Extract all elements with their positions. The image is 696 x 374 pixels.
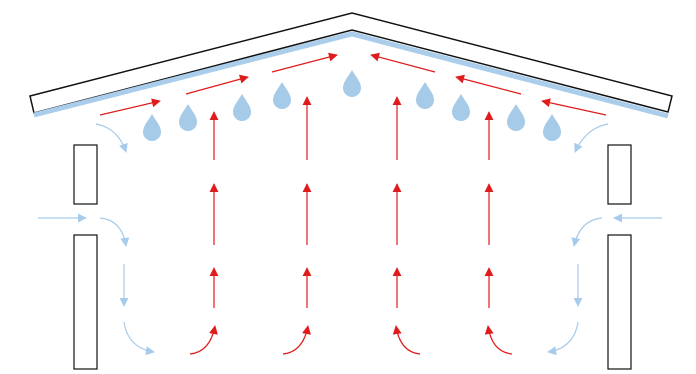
water-droplet-icon <box>233 94 251 121</box>
cold-air-arrow-icon <box>123 321 155 356</box>
left-wall-lower <box>73 234 98 370</box>
warm-air-curl-4 <box>484 325 513 355</box>
water-droplet-icon <box>143 114 161 141</box>
water-droplet-icon <box>543 114 561 141</box>
water-droplet-icon <box>273 82 291 109</box>
cold-air-arrow-icon <box>95 123 128 153</box>
water-droplet-icon <box>452 94 470 121</box>
cold-air-arrow-icon <box>571 217 603 247</box>
right-wall <box>607 144 632 370</box>
condensation-droplets <box>143 70 561 141</box>
cold-air-flow-right <box>547 123 662 356</box>
warm-air-arrow-icon <box>185 74 249 95</box>
cold-air-arrow-icon <box>99 217 130 247</box>
warm-air-flow <box>99 52 607 355</box>
right-wall-upper <box>607 144 632 205</box>
cold-air-flow-left <box>38 123 155 356</box>
warm-air-arrow-icon <box>541 98 607 116</box>
warm-air-arrow-icon <box>455 74 522 95</box>
water-droplet-icon <box>343 70 361 97</box>
cold-air-arrow-icon <box>547 321 579 356</box>
roof-slab <box>29 12 673 114</box>
left-wall <box>73 144 98 370</box>
roof <box>29 12 673 119</box>
water-droplet-icon <box>179 104 197 131</box>
condensation-layer <box>33 31 669 119</box>
warm-air-arrow-icon <box>271 52 338 73</box>
left-wall-upper <box>73 144 98 205</box>
warm-air-arrow-icon <box>99 98 161 116</box>
cold-air-arrow-icon <box>574 123 609 153</box>
warm-air-curl-1 <box>189 325 218 355</box>
right-wall-lower <box>607 234 632 370</box>
water-droplet-icon <box>507 104 525 131</box>
warm-air-curl-3 <box>392 325 421 355</box>
warm-air-arrow-icon <box>370 52 436 73</box>
water-droplet-icon <box>416 82 434 109</box>
warm-air-curl-2 <box>282 325 311 355</box>
